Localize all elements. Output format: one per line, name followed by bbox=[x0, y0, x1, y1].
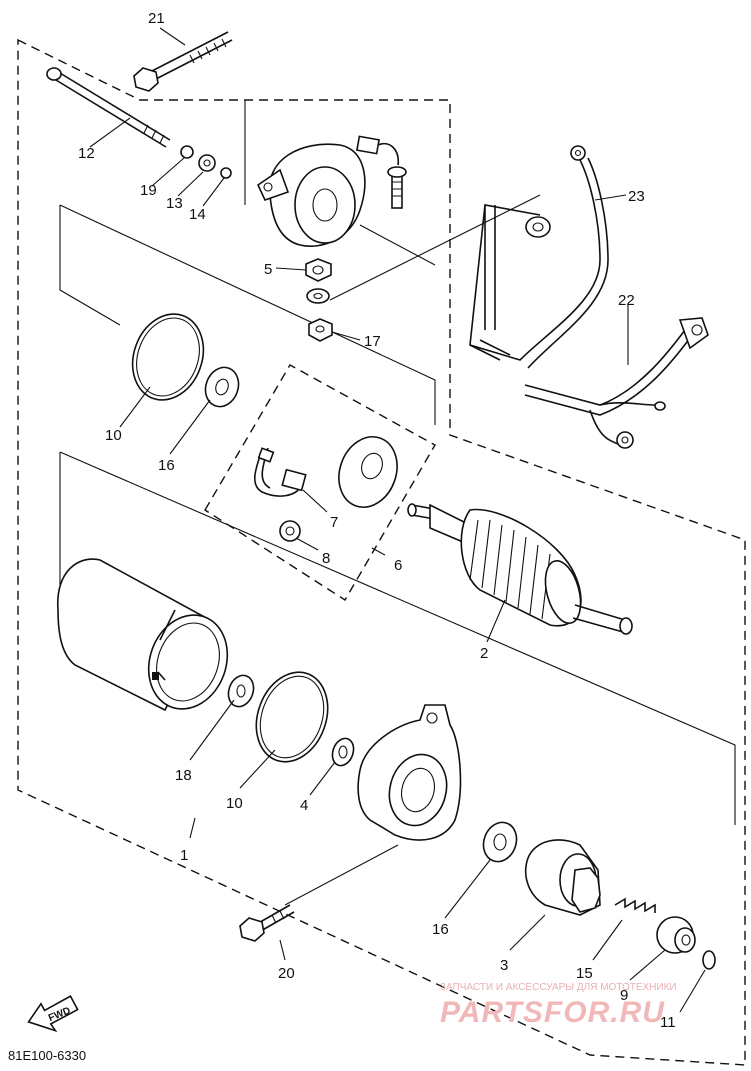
brush-spring-8 bbox=[279, 520, 301, 542]
callout-20: 20 bbox=[278, 965, 295, 982]
circlip-11 bbox=[702, 950, 716, 970]
bolt-21 bbox=[133, 31, 233, 92]
through-bolt-12 bbox=[46, 67, 171, 148]
callout-2: 2 bbox=[480, 645, 488, 662]
callout-10-upper: 10 bbox=[105, 427, 122, 444]
brush-plate bbox=[338, 436, 398, 508]
callout-7: 7 bbox=[330, 514, 338, 531]
clutch-gear-3 bbox=[524, 839, 601, 916]
nut-17 bbox=[308, 318, 333, 342]
brush-set-boundary bbox=[204, 364, 436, 601]
watermark-tagline: ЗАПЧАСТИ И АКСЕССУАРЫ ДЛЯ МОТОТЕХНИКИ bbox=[440, 982, 677, 993]
callouts: 21 12 19 13 14 5 17 23 22 10 16 7 8 6 2 … bbox=[78, 10, 676, 1031]
bearing-4 bbox=[331, 737, 355, 767]
washer-16-upper bbox=[204, 366, 240, 408]
washer-19 bbox=[180, 145, 194, 159]
fwd-arrow-icon: FWD bbox=[27, 995, 79, 1033]
callout-4: 4 bbox=[300, 797, 308, 814]
callout-23: 23 bbox=[628, 188, 645, 205]
washer-13 bbox=[198, 154, 216, 172]
callout-19: 19 bbox=[140, 182, 157, 199]
watermark: ЗАПЧАСТИ И АКСЕССУАРЫ ДЛЯ МОТОТЕХНИКИ PA… bbox=[440, 982, 677, 1029]
doc-code: 81E100-6330 bbox=[8, 1048, 86, 1063]
callout-17: 17 bbox=[364, 333, 381, 350]
callout-22: 22 bbox=[618, 292, 635, 309]
washer-16-lower bbox=[482, 821, 518, 863]
callout-18: 18 bbox=[175, 767, 192, 784]
wire-22 bbox=[524, 317, 709, 449]
nut-5 bbox=[305, 258, 332, 282]
stopper-9 bbox=[656, 916, 696, 954]
callout-21: 21 bbox=[148, 10, 165, 27]
watermark-brand: PARTSFOR.RU bbox=[440, 996, 665, 1029]
rear-cover bbox=[256, 135, 407, 247]
washer-18 bbox=[227, 674, 255, 708]
callout-9: 9 bbox=[620, 987, 628, 1004]
armature-2 bbox=[407, 503, 633, 635]
cable-23 bbox=[469, 145, 609, 369]
callout-14: 14 bbox=[189, 206, 206, 223]
bolt-20 bbox=[239, 904, 295, 942]
o-ring-10-upper bbox=[131, 313, 205, 401]
callout-8: 8 bbox=[322, 550, 330, 567]
callout-5: 5 bbox=[264, 261, 272, 278]
callout-16-upper: 16 bbox=[158, 457, 175, 474]
yoke-housing bbox=[57, 558, 229, 712]
callout-11: 11 bbox=[660, 1014, 676, 1031]
leader-lines bbox=[89, 27, 706, 1013]
callout-15: 15 bbox=[576, 965, 593, 982]
brush-7 bbox=[254, 447, 307, 497]
assembly-boundary bbox=[17, 38, 746, 1066]
o-ring-14 bbox=[220, 167, 232, 179]
callout-6: 6 bbox=[394, 557, 402, 574]
callout-16-lower: 16 bbox=[432, 921, 449, 938]
callout-1: 1 bbox=[180, 847, 188, 864]
washer-stack bbox=[306, 288, 330, 304]
o-ring-10-lower bbox=[255, 671, 329, 763]
spring-15 bbox=[614, 897, 656, 913]
callout-13: 13 bbox=[166, 195, 183, 212]
callout-12: 12 bbox=[78, 145, 95, 162]
callout-3: 3 bbox=[500, 957, 508, 974]
callout-10-lower: 10 bbox=[226, 795, 243, 812]
front-cover bbox=[357, 704, 462, 841]
